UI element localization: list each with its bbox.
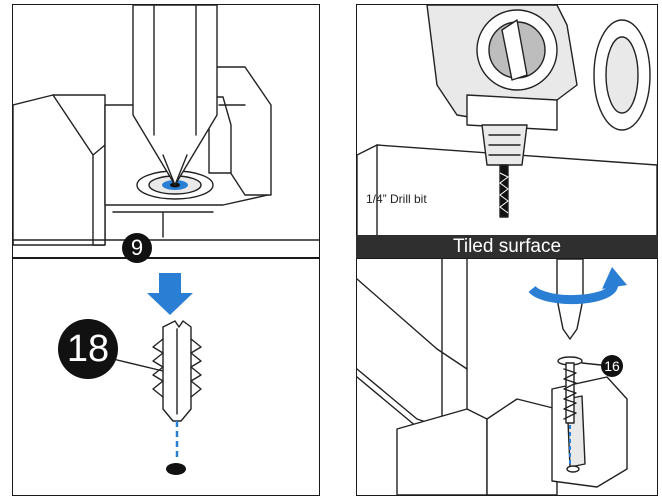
anchor-illustration (112, 273, 202, 475)
drill-bit-label: 1/4” Drill bit (366, 192, 427, 206)
screw-illustration (357, 259, 628, 495)
panel-mark-hole (12, 4, 320, 258)
tiled-surface-label: Tiled surface (452, 236, 562, 257)
tiled-surface-bar (356, 235, 658, 259)
mark-hole-illustration (13, 5, 319, 246)
drilled-hole (166, 463, 186, 475)
panel-drill-hole: 1/4” Drill bit (356, 4, 658, 237)
drill-illustration (357, 5, 657, 236)
rotate-clockwise-icon (528, 278, 619, 305)
callout-drill-number: 9 (122, 233, 152, 263)
arrow-down-icon (147, 273, 193, 315)
callout-screw-number: 16 (601, 355, 623, 377)
panel-screw-bracket: 16 (356, 258, 658, 496)
callout-anchor-number: 18 (58, 319, 118, 379)
panel-insert-anchor: 18 (12, 258, 320, 496)
